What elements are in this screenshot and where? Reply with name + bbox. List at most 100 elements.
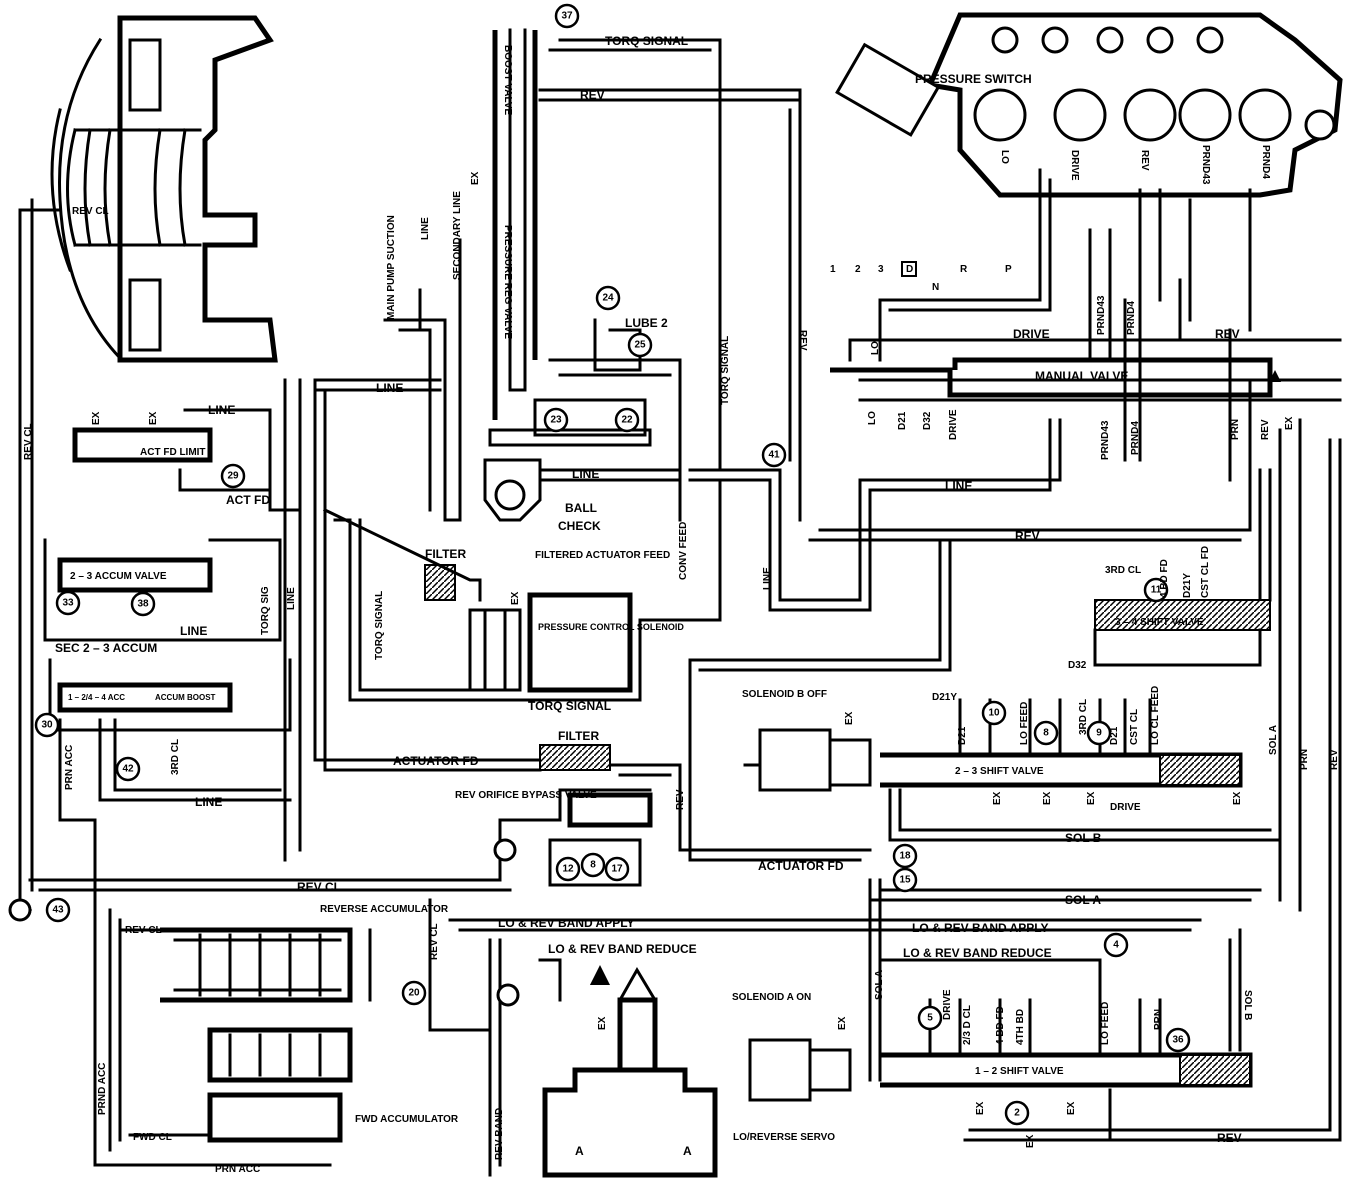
- svg-text:4: 4: [1113, 940, 1119, 951]
- selector-d-box: [901, 261, 917, 277]
- svg-text:11: 11: [1151, 585, 1162, 596]
- d21-mv-label: D21: [897, 411, 908, 430]
- cst-cl-label: CST CL: [1129, 709, 1140, 745]
- checkball-22: 22: [614, 407, 640, 433]
- svg-text:29: 29: [227, 471, 239, 482]
- checkball-25: 25: [627, 332, 653, 358]
- rev-cl-vert-label: REV CL: [429, 923, 440, 960]
- lo-reverse-servo-label: LO/REVERSE SERVO: [733, 1132, 835, 1143]
- ex-12b-label: EX: [1025, 1134, 1036, 1148]
- reverse-accumulator-label: REVERSE ACCUMULATOR: [320, 904, 449, 915]
- rev-band-label: REV BAND: [494, 1108, 505, 1160]
- checkball-30: 30: [34, 712, 60, 738]
- rd-cl-23-label: 3RD CL: [1078, 699, 1089, 735]
- line-bottom-left-label: LINE: [195, 795, 222, 809]
- checkball-23: 23: [543, 407, 569, 433]
- selector-p: P: [1005, 264, 1012, 275]
- ps-drive-label: DRIVE: [1069, 150, 1080, 181]
- rev-cl-top-label: REV CL: [72, 206, 109, 217]
- rd-cl-213-label: 2/3 D CL: [962, 1005, 973, 1045]
- line-accum-label: LINE: [180, 624, 207, 638]
- fwd-cl-label: FWD CL: [133, 1132, 172, 1143]
- ex-12a-label: EX: [975, 1101, 986, 1115]
- shift-valve-34-label: 3 – 4 SHIFT VALVE: [1115, 617, 1204, 628]
- acc-124-label: 1 – 2/4 – 4 ACC: [68, 693, 125, 702]
- selector-3: 3: [878, 264, 884, 275]
- pressure-switch-label: PRESSURE SWITCH: [915, 72, 1032, 86]
- rev-cl-left-label: REV CL: [23, 423, 34, 460]
- act-fd-label: ACT FD: [226, 493, 270, 507]
- servo-a1-label: A: [575, 1144, 584, 1158]
- sol-a-horiz-label: SOL A: [1065, 893, 1101, 907]
- svg-text:24: 24: [602, 293, 614, 304]
- sol-a-right-label: SOL A: [1268, 725, 1279, 755]
- prnd43-mv2-label: PRND43: [1100, 420, 1111, 460]
- line-right-label: LINE: [945, 479, 972, 493]
- ex-boost-label: EX: [470, 171, 481, 185]
- lo-feed-12-label: LO FEED: [1100, 1002, 1111, 1045]
- torq-sig-short-label: TORQ SIG: [260, 586, 271, 635]
- checkball-9: 9: [1086, 720, 1112, 746]
- ex-sol-b-label: EX: [844, 711, 855, 725]
- selector-r: R: [960, 264, 968, 275]
- act-fd-limit-label: ACT FD LIMIT: [140, 447, 206, 458]
- line-act-label: LINE: [208, 403, 235, 417]
- checkball-24: 24: [595, 285, 621, 311]
- rev-right-label: REV: [1329, 749, 1340, 770]
- rev-cl-bottom-label: REV CL: [297, 880, 341, 894]
- ps-rev-label: REV: [1139, 150, 1150, 171]
- checkball-8-b: 8: [1033, 720, 1059, 746]
- svg-text:2: 2: [1014, 1108, 1020, 1119]
- svg-text:10: 10: [988, 708, 1000, 719]
- lo-cl-feed-label: LO CL FEED: [1150, 686, 1161, 745]
- ex-b-label: EX: [148, 411, 159, 425]
- pcs-label: PRESSURE CONTROL SOLENOID: [538, 622, 684, 632]
- checkball-18: 18: [892, 843, 918, 869]
- hydraulic-passages: [8, 28, 1342, 1178]
- pressure-reg-valve-label: PRESSURE REG VALVE: [502, 225, 513, 339]
- svg-text:22: 22: [621, 415, 633, 426]
- accum-boost-label: ACCUM BOOST: [155, 693, 216, 702]
- main-pump-suction-label: MAIN PUMP SUCTION: [386, 215, 397, 320]
- selector-d: D: [906, 264, 913, 275]
- ex-23d-label: EX: [1232, 791, 1243, 805]
- conv-feed-label: CONV FEED: [678, 522, 689, 580]
- actuator-fd-right-label: ACTUATOR FD: [758, 859, 844, 873]
- rev-cl-small-label: REV CL: [125, 925, 162, 936]
- line-center-label: LINE: [572, 467, 599, 481]
- svg-text:33: 33: [62, 598, 74, 609]
- sol-b-horiz-label: SOL B: [1065, 831, 1102, 845]
- rd-cl-34-label: 3RD CL: [1105, 565, 1141, 576]
- rev-upper-right-label: REV: [1215, 327, 1240, 341]
- shift-valve-23-label: 2 – 3 SHIFT VALVE: [955, 766, 1044, 777]
- diagram-labels: TORQ SIGNAL REV BOOST VALVE PRESSURE REG…: [23, 34, 1340, 1175]
- rev-top-label: REV: [580, 88, 605, 102]
- selector-n: N: [932, 282, 939, 293]
- actuator-fd-left-label: ACTUATOR FD: [393, 754, 479, 768]
- svg-text:36: 36: [1172, 1035, 1184, 1046]
- filter-top-label: FILTER: [425, 547, 466, 561]
- checkball-17: 17: [604, 856, 630, 882]
- cst-cl-fd-label: CST CL FD: [1200, 546, 1211, 598]
- drive-12-label: DRIVE: [942, 989, 953, 1020]
- th-bd-label: 4TH BD: [1015, 1009, 1026, 1045]
- bd-fd-34-label: 4 BD FD: [1159, 559, 1170, 598]
- checkball-set: 37 24 25 23 22 41 29 33 38 30 42 43 12 8…: [34, 3, 1191, 1126]
- svg-text:43: 43: [52, 905, 64, 916]
- drive-mv-label: DRIVE: [1013, 327, 1050, 341]
- d21b-label: D21: [1109, 726, 1120, 745]
- solenoid-a-on-label: SOLENOID A ON: [732, 992, 811, 1003]
- prn-right-label: PRN: [1299, 749, 1310, 770]
- checkball-15: 15: [892, 867, 918, 893]
- drive-23-label: DRIVE: [1110, 802, 1141, 813]
- ps-lo-label: LO: [999, 150, 1010, 164]
- svg-text:42: 42: [122, 764, 134, 775]
- ex-12c-label: EX: [1066, 1101, 1077, 1115]
- ball-check-label-1: BALL: [565, 501, 597, 515]
- ball-check-label-2: CHECK: [558, 519, 601, 533]
- checkball-5: 5: [917, 1005, 943, 1031]
- secondary-line-label: SECONDARY LINE: [452, 191, 463, 280]
- ps-prnd43-label: PRND43: [1200, 145, 1211, 185]
- line-short-label: LINE: [286, 587, 297, 610]
- rev-vert-label: REV: [797, 330, 808, 351]
